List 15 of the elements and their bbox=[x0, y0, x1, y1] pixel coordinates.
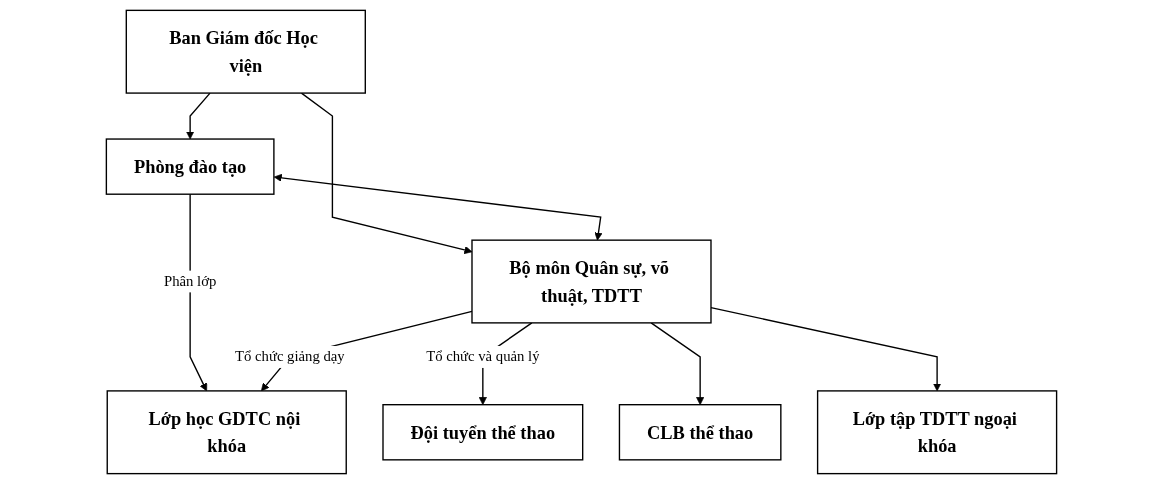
edge-label: Phân lớp bbox=[163, 273, 216, 289]
edge-label: Tổ chức và quản lý bbox=[425, 348, 540, 365]
edge-label: Tổ chức giảng dạy bbox=[234, 348, 345, 365]
node-box: Ban Giám đốc Học viện bbox=[125, 9, 366, 94]
node-box: Phòng đào tạo bbox=[105, 138, 275, 195]
node-box: CLB thể thao bbox=[618, 404, 782, 461]
node-box: Lớp tập TDTT ngoại khóa bbox=[816, 390, 1057, 475]
arrow bbox=[185, 92, 211, 140]
node-box: Lớp học GDTC nội khóa bbox=[106, 390, 347, 475]
arrow bbox=[649, 322, 704, 406]
node-box: Bộ môn Quân sự, võ thuật, TDTT bbox=[470, 239, 712, 324]
arrow bbox=[188, 193, 207, 392]
node-box: Đội tuyển thể thao bbox=[381, 404, 583, 461]
arrow bbox=[273, 173, 602, 241]
arrow bbox=[300, 92, 472, 254]
